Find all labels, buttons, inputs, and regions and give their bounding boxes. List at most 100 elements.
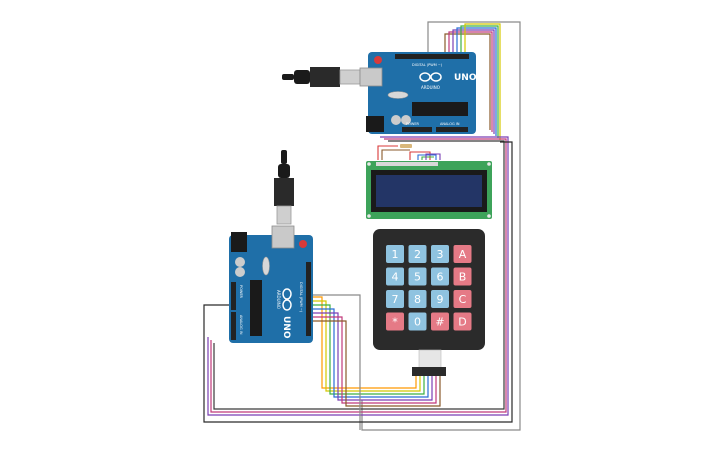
arduino-top-reset-button[interactable] [374, 56, 382, 64]
arduino-bottom-header-analog [231, 312, 236, 340]
arduino-top-header-power [402, 127, 432, 132]
arduino-bottom-capacitor-1 [235, 257, 245, 267]
wire-kp-blue [312, 308, 429, 398]
arduino-top-analog-label: ANALOG IN [440, 122, 460, 126]
wire-top-blue [456, 27, 497, 136]
wire-kp-pink [312, 316, 437, 404]
keypad-key-label: C [459, 293, 467, 306]
arduino-bottom-logo [282, 288, 292, 311]
usb-cable-top [282, 67, 361, 87]
wire-lcd-3 [409, 151, 431, 160]
wire-lcd-5 [421, 156, 434, 160]
keypad-connector [412, 367, 446, 376]
keypad-key-b[interactable]: B [453, 267, 472, 286]
keypad-key-1[interactable]: 1 [386, 245, 404, 263]
keypad-key-label: 3 [437, 248, 444, 261]
wire-lcd-1 [377, 145, 398, 160]
lcd-screen [376, 175, 482, 207]
keypad-key-c[interactable]: C [453, 290, 472, 308]
keypad-key-face [431, 312, 449, 331]
arduino-bottom-header-digital [306, 262, 311, 336]
arduino-bottom-logo-bottom [282, 299, 292, 311]
keypad-key-5[interactable]: 5 [408, 267, 427, 286]
keypad-key-label: 9 [437, 293, 444, 306]
arduino-top-brand: ARDUINO [421, 85, 440, 90]
arduino-top-capacitor-2 [401, 115, 411, 125]
keypad-key-0[interactable]: 0 [408, 312, 427, 331]
arduino-bottom-usb-jack [271, 225, 295, 249]
keypad-key-9[interactable]: 9 [431, 290, 449, 308]
lcd-mount-hole-4 [487, 214, 491, 218]
wire-lcd-links [377, 145, 441, 160]
wire-right-1 [207, 136, 509, 416]
lcd-mount-hole-1 [367, 162, 371, 166]
keypad-key-label: 0 [414, 316, 421, 329]
arduino-top-header-analog [436, 127, 468, 132]
keypad-key-face [408, 245, 427, 263]
keypad-key-label: * [392, 316, 398, 329]
keypad-key-a[interactable]: A [453, 245, 472, 263]
keypad-key-label: D [458, 316, 466, 329]
keypad-key-label: 5 [414, 271, 421, 284]
arduino-top-power-jack [366, 116, 384, 132]
wire-kp-yellow [312, 300, 421, 392]
keypad-key-face [453, 290, 472, 308]
wire-bundle-right-down [207, 136, 509, 416]
usb-cable-bottom-tip [281, 150, 287, 164]
arduino-bottom-analog-label: ANALOG IN [239, 315, 243, 335]
wire-kp-brown [312, 320, 441, 407]
keypad-key-star[interactable]: * [386, 312, 404, 331]
keypad-key-label: 7 [392, 293, 399, 306]
lcd-resistor [400, 144, 412, 148]
wire-lcd-2 [381, 149, 410, 160]
arduino-bottom-chip [250, 280, 262, 336]
arduino-bottom-model: UNO [281, 316, 291, 339]
keypad-key-face [386, 312, 404, 331]
keypad-key-2[interactable]: 2 [408, 245, 427, 263]
wire-top-brown [444, 33, 491, 130]
keypad-key-8[interactable]: 8 [408, 290, 427, 308]
keypad-key-face [453, 245, 472, 263]
keypad-key-face [408, 267, 427, 286]
usb-cable-top-metal [339, 69, 361, 85]
lcd-pin-header [376, 162, 438, 166]
arduino-bottom-crystal [262, 256, 270, 276]
arduino-bottom-power-jack [231, 232, 247, 252]
wire-left-black [203, 141, 513, 423]
keypad-key-d[interactable]: D [453, 312, 472, 331]
lcd-mount-hole-2 [487, 162, 491, 166]
wire-bundle-top [361, 21, 521, 431]
arduino-top-digital-label: DIGITAL (PWM ~) [412, 63, 443, 67]
keypad-key-6[interactable]: 6 [431, 267, 449, 286]
keypad-key-face [386, 245, 404, 263]
arduino-top[interactable]: UNO ARDUINO DIGITAL (PWM ~) POWER ANALOG… [359, 52, 477, 134]
keypad-key-4[interactable]: 4 [386, 267, 404, 286]
wire-top-gray [361, 21, 521, 431]
arduino-bottom-capacitor-2 [235, 267, 245, 277]
arduino-top-capacitor-1 [391, 115, 401, 125]
lcd-module[interactable] [366, 144, 492, 219]
arduino-top-logo-left [419, 72, 431, 82]
keypad-key-3[interactable]: 3 [431, 245, 449, 263]
keypad-key-label: 4 [392, 271, 399, 284]
keypad-key-label: 2 [414, 248, 421, 261]
arduino-bottom-reset-button[interactable] [299, 240, 307, 248]
wire-kp-purple [312, 312, 433, 401]
arduino-bottom-logo-top [282, 288, 292, 300]
keypad-key-hash[interactable]: # [431, 312, 449, 331]
wire-right-2 [210, 138, 507, 413]
arduino-bottom[interactable]: UNO ARDUINO DIGITAL (PWM ~) POWER ANALOG… [229, 225, 313, 343]
lcd-mount-hole-3 [367, 214, 371, 218]
arduino-top-usb-jack [359, 67, 383, 87]
wire-kp-orange [312, 296, 417, 389]
wire-lcd-6 [425, 153, 441, 160]
arduino-top-chip [412, 102, 468, 116]
keypad-key-7[interactable]: 7 [386, 290, 404, 308]
usb-cable-top-tip [282, 74, 294, 80]
arduino-bottom-power-label: POWER [239, 285, 243, 299]
keypad-key-face [408, 290, 427, 308]
usb-cable-bottom-plug [274, 178, 294, 206]
arduino-bottom-digital-label: DIGITAL (PWM ~) [299, 282, 303, 313]
